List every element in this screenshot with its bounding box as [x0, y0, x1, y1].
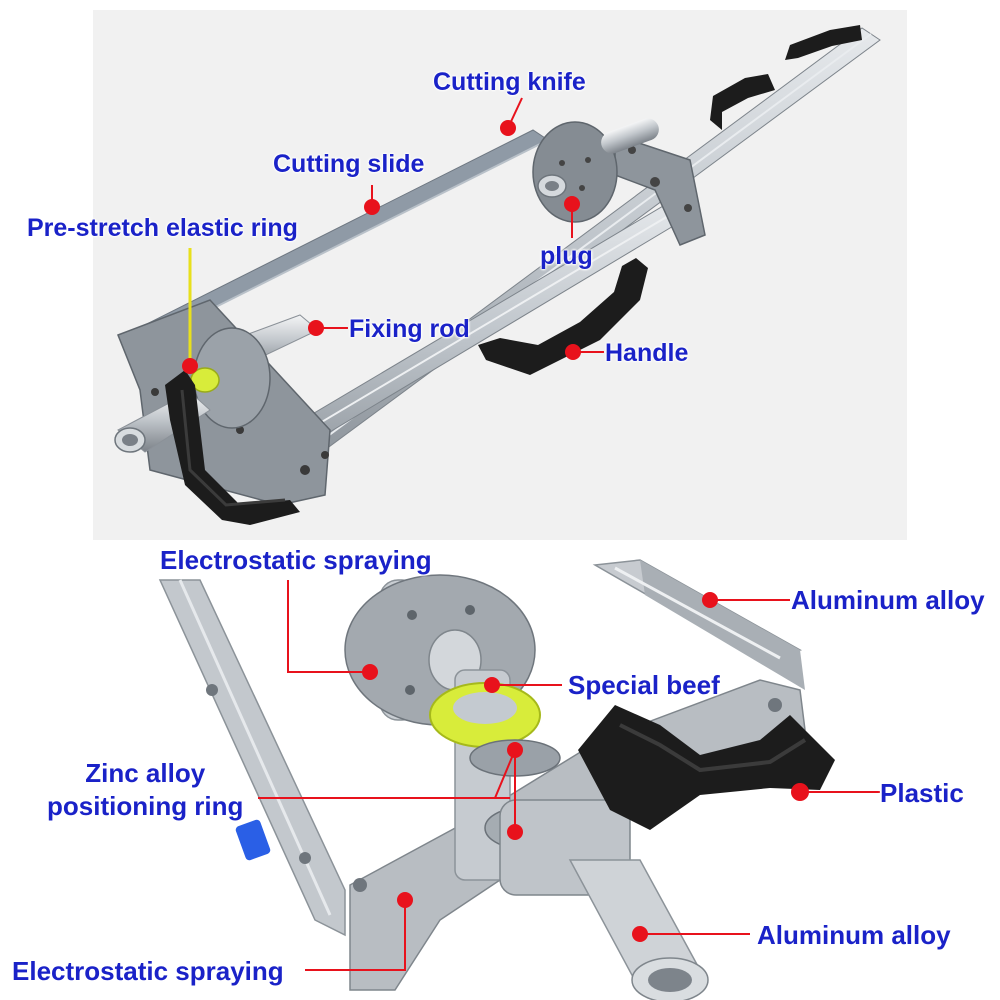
plastic-marker	[791, 783, 809, 801]
cutting-slide-marker	[364, 199, 380, 215]
electrostatic-bottom-leader	[305, 900, 406, 971]
aluminum-alloy-top-label: Aluminum alloy	[791, 585, 985, 615]
closeup-illustration	[158, 559, 880, 1000]
detail-closeup-panel: Electrostatic spraying Aluminum alloy Sp…	[0, 540, 1000, 1000]
handle-marker	[565, 344, 581, 360]
cutting-knife-marker	[500, 120, 516, 136]
plug-label: plug	[540, 242, 593, 270]
handle-label: Handle	[605, 339, 689, 367]
special-beef-marker	[484, 677, 500, 693]
stretch-film-dispenser-illustration	[93, 10, 907, 540]
top-handle-near	[710, 74, 775, 130]
pre-stretch-ring-label: Pre-stretch elastic ring	[27, 214, 298, 242]
top-handle-far	[785, 25, 862, 60]
pre-stretch-ring-marker	[182, 358, 198, 374]
aluminum-bottom-marker	[632, 926, 648, 942]
zinc-label-line2: positioning ring	[47, 791, 244, 822]
left-handle	[165, 370, 300, 525]
blue-cutting-clip	[235, 819, 271, 861]
front-tube-opening	[648, 968, 692, 992]
zinc-alloy-positioning-ring-label: Zinc alloy positioning ring	[47, 757, 243, 824]
plug-marker	[564, 196, 580, 212]
cutting-knife-label: Cutting knife	[433, 68, 586, 96]
zinc-label-line1: Zinc alloy	[85, 758, 206, 788]
cutting-slide-label: Cutting slide	[273, 150, 425, 178]
electrostatic-top-leader	[287, 580, 370, 673]
zinc-ring-marker-upper	[507, 742, 523, 758]
electrostatic-spraying-bottom-label: Electrostatic spraying	[12, 956, 284, 986]
fixing-rod-label: Fixing rod	[349, 315, 470, 343]
electrostatic-bottom-marker	[397, 892, 413, 908]
zinc-ring-marker-lower	[507, 824, 523, 840]
fixing-rod-marker	[308, 320, 324, 336]
product-overview-panel: Cutting knife Cutting slide Pre-stretch …	[27, 10, 907, 540]
special-beef-label: Special beef	[568, 670, 720, 700]
center-handle	[478, 258, 648, 375]
aluminum-top-marker	[702, 592, 718, 608]
electrostatic-spraying-top-label: Electrostatic spraying	[160, 545, 432, 575]
aluminum-alloy-bottom-label: Aluminum alloy	[757, 920, 951, 950]
plastic-label: Plastic	[880, 778, 964, 808]
electrostatic-top-marker	[362, 664, 378, 680]
